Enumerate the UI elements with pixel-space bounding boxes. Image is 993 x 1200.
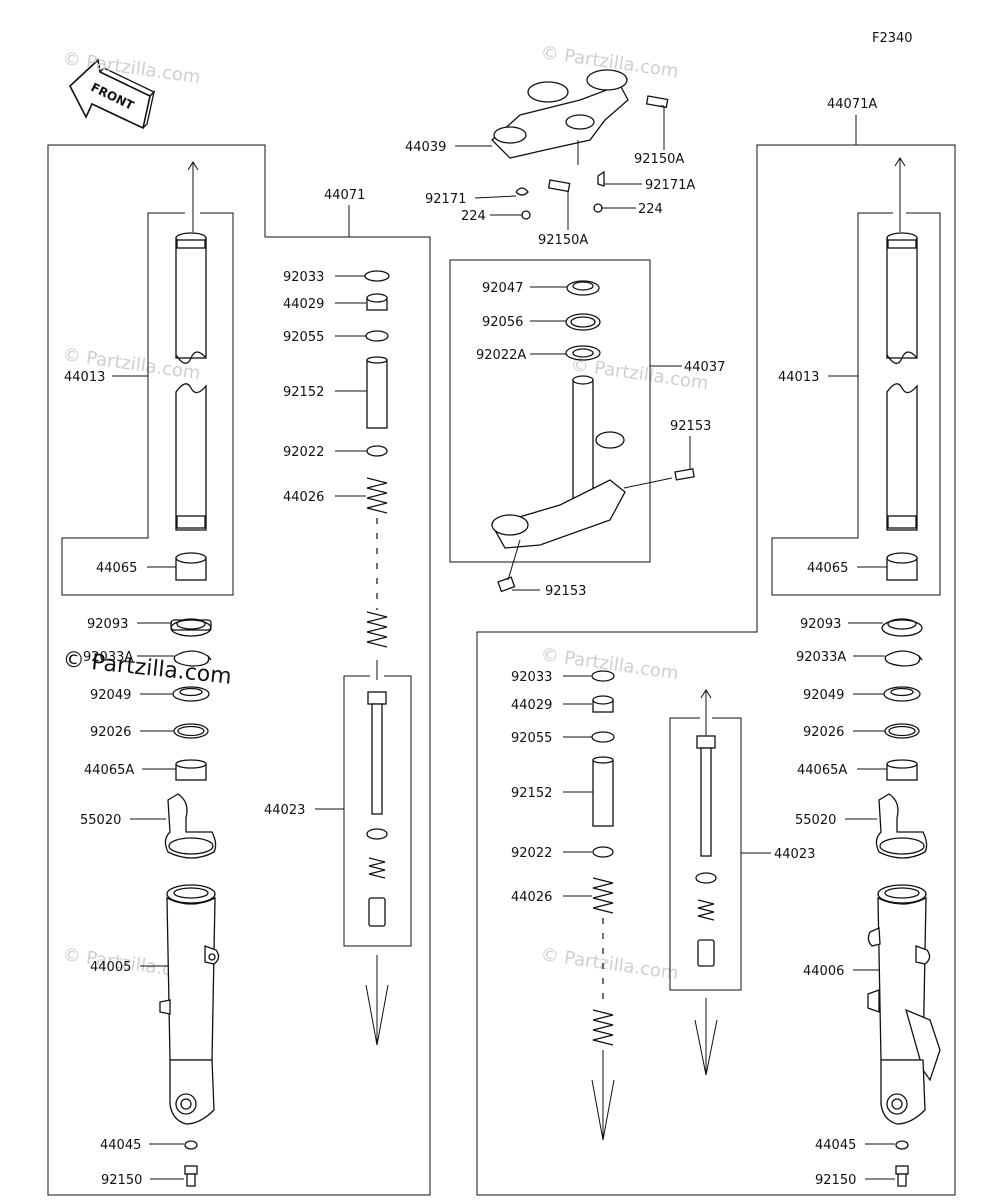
figure-code: F2340 bbox=[872, 31, 913, 46]
steering-stem-parts bbox=[491, 280, 695, 593]
center-cartridge-parts bbox=[364, 270, 390, 1046]
label-44006[interactable]: 44006 bbox=[803, 964, 844, 979]
right-cartridge-parts bbox=[591, 670, 718, 1141]
label-92026-right[interactable]: 92026 bbox=[803, 725, 844, 740]
label-92150A-bottom[interactable]: 92150A bbox=[538, 233, 588, 248]
right-fork-parts bbox=[867, 157, 941, 1187]
label-44045-right[interactable]: 44045 bbox=[815, 1138, 856, 1153]
left-assembly-outline bbox=[47, 144, 431, 1196]
label-92150-left[interactable]: 92150 bbox=[101, 1173, 142, 1188]
label-44045-left[interactable]: 44045 bbox=[100, 1138, 141, 1153]
label-92022A[interactable]: 92022A bbox=[476, 348, 526, 363]
label-92049-right[interactable]: 92049 bbox=[803, 688, 844, 703]
label-92033A-left[interactable]: 92033A bbox=[83, 650, 133, 665]
label-44023-right[interactable]: 44023 bbox=[774, 847, 815, 862]
label-92153-lower[interactable]: 92153 bbox=[545, 584, 586, 599]
left-tube-bracket bbox=[61, 212, 234, 596]
label-44037[interactable]: 44037 bbox=[684, 360, 725, 375]
label-92022-right[interactable]: 92022 bbox=[511, 846, 552, 861]
front-arrow-icon: FRONT bbox=[69, 58, 156, 130]
label-44029-center[interactable]: 44029 bbox=[283, 297, 324, 312]
label-44013-right[interactable]: 44013 bbox=[778, 370, 819, 385]
top-clamp-parts bbox=[491, 69, 669, 220]
right-cartridge-bracket bbox=[669, 717, 742, 991]
right-assembly-outline bbox=[476, 144, 956, 1196]
label-92026-left[interactable]: 92026 bbox=[90, 725, 131, 740]
label-92171[interactable]: 92171 bbox=[425, 192, 466, 207]
label-224-right[interactable]: 224 bbox=[638, 202, 663, 217]
label-92150A-top[interactable]: 92150A bbox=[634, 152, 684, 167]
label-92033-right[interactable]: 92033 bbox=[511, 670, 552, 685]
label-44065A-right[interactable]: 44065A bbox=[797, 763, 847, 778]
label-92171A[interactable]: 92171A bbox=[645, 178, 695, 193]
part-labels: 44013 44065 92093 92033A 92049 92026 440… bbox=[64, 97, 877, 1188]
label-92152-center[interactable]: 92152 bbox=[283, 385, 324, 400]
watermark: © Partzilla.com bbox=[539, 644, 679, 684]
label-92055-center[interactable]: 92055 bbox=[283, 330, 324, 345]
label-92093-right[interactable]: 92093 bbox=[800, 617, 841, 632]
label-92033-center[interactable]: 92033 bbox=[283, 270, 324, 285]
watermark: © Partzilla.com bbox=[539, 944, 679, 984]
label-44065-right[interactable]: 44065 bbox=[807, 561, 848, 576]
label-44029-right[interactable]: 44029 bbox=[511, 698, 552, 713]
center-cartridge-bracket bbox=[343, 675, 412, 947]
label-92022-center[interactable]: 92022 bbox=[283, 445, 324, 460]
label-92152-right[interactable]: 92152 bbox=[511, 786, 552, 801]
label-44026-center[interactable]: 44026 bbox=[283, 490, 324, 505]
label-44013-left[interactable]: 44013 bbox=[64, 370, 105, 385]
label-55020-right[interactable]: 55020 bbox=[795, 813, 836, 828]
label-44005[interactable]: 44005 bbox=[90, 960, 131, 975]
label-92049-left[interactable]: 92049 bbox=[90, 688, 131, 703]
label-92056[interactable]: 92056 bbox=[482, 315, 523, 330]
label-92055-right[interactable]: 92055 bbox=[511, 731, 552, 746]
label-92093-left[interactable]: 92093 bbox=[87, 617, 128, 632]
label-44026-right[interactable]: 44026 bbox=[511, 890, 552, 905]
left-fork-parts bbox=[159, 161, 220, 1187]
label-44023-center[interactable]: 44023 bbox=[264, 803, 305, 818]
label-44065-left[interactable]: 44065 bbox=[96, 561, 137, 576]
stem-bracket bbox=[449, 259, 651, 563]
label-44065A-left[interactable]: 44065A bbox=[84, 763, 134, 778]
label-55020-left[interactable]: 55020 bbox=[80, 813, 121, 828]
label-92047[interactable]: 92047 bbox=[482, 281, 523, 296]
label-44039[interactable]: 44039 bbox=[405, 140, 446, 155]
right-tube-bracket bbox=[771, 212, 941, 596]
label-44071[interactable]: 44071 bbox=[324, 188, 365, 203]
label-92150-right[interactable]: 92150 bbox=[815, 1173, 856, 1188]
label-224-left[interactable]: 224 bbox=[461, 209, 486, 224]
label-92153-upper[interactable]: 92153 bbox=[670, 419, 711, 434]
label-92033A-right[interactable]: 92033A bbox=[796, 650, 846, 665]
label-44071A[interactable]: 44071A bbox=[827, 97, 877, 112]
leader-lines bbox=[112, 105, 895, 1180]
